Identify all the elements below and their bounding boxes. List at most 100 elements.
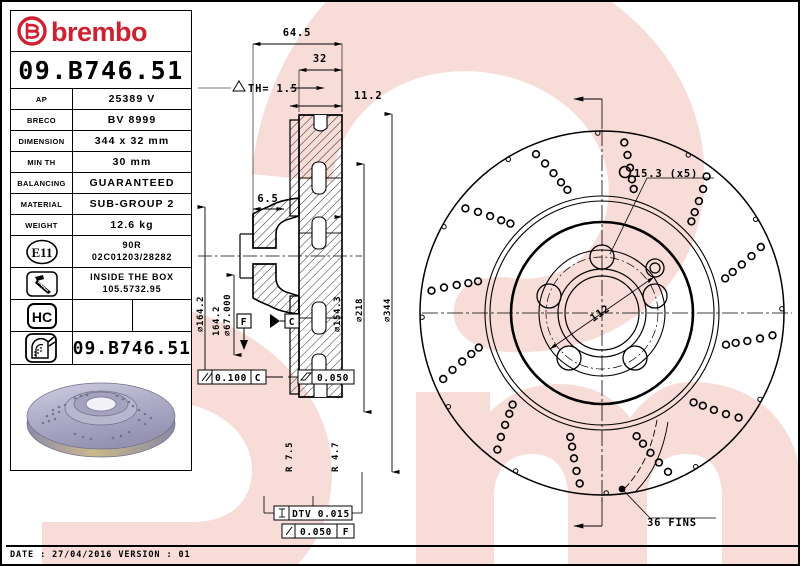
- row-label: BALANCING: [11, 173, 73, 193]
- drill-hole: [540, 159, 550, 168]
- drill-hole: [632, 432, 641, 441]
- drill-hole: [506, 219, 515, 228]
- drill-hole: [496, 432, 506, 442]
- drill-hole: [458, 357, 467, 366]
- hc-empty-right: [133, 300, 192, 331]
- row-label: DIMENSION: [11, 131, 73, 151]
- drill-hole: [473, 207, 483, 217]
- drill-hole: [709, 405, 719, 415]
- drill-hole: [485, 211, 495, 221]
- runout-datum: F: [343, 527, 349, 538]
- parallelism-tolerance: 0.100 C: [197, 369, 283, 385]
- brake-disc-icon: [11, 332, 73, 364]
- section-hat-flange-upper: [289, 119, 300, 217]
- screw-line2: 105.5732.95: [102, 283, 162, 294]
- dim-hat-outer-dia-text: ⌀154.3: [333, 296, 343, 332]
- row-value: SUB-GROUP 2: [89, 198, 175, 210]
- row-value: 25389 V: [108, 93, 156, 105]
- drill-hole: [731, 338, 740, 348]
- drill-hole: [698, 401, 707, 410]
- dim-vent-dia-text: ⌀218: [355, 298, 365, 322]
- drill-hole: [663, 467, 673, 476]
- dtv-value: DTV 0.015: [292, 509, 350, 520]
- face-view: 112 15.3 (x5) 36 FINS: [419, 96, 792, 529]
- drill-hole: [427, 286, 436, 295]
- section-small-note-left: R 7.5: [285, 442, 295, 472]
- drill-hole: [461, 204, 470, 213]
- flatness-tolerance: 0.050: [288, 369, 355, 385]
- datum-f-label: F: [241, 317, 247, 328]
- row-value: 344 x 32 mm: [94, 135, 170, 147]
- table-row-breco: BRECO BV 8999: [11, 110, 191, 131]
- part-number-text: 09.B746.51: [18, 55, 184, 85]
- hc-icon: HC: [11, 300, 73, 331]
- dim-outer-dia-text: ⌀344: [383, 298, 393, 322]
- row-value: 12.6 kg: [110, 219, 154, 231]
- drill-hole: [473, 277, 483, 286]
- dim-overall-width-text: 64.5: [283, 27, 312, 39]
- brembo-logo-svg: brembo: [17, 16, 148, 47]
- drill-hole: [654, 458, 664, 467]
- drill-hole: [728, 267, 737, 277]
- section-small-note-right: R 4.7: [331, 442, 341, 472]
- drill-hole: [623, 150, 632, 160]
- drill-hole: [689, 398, 698, 407]
- dim-bore-dia-text: ⌀164.2: [196, 296, 206, 332]
- drill-hole: [474, 343, 483, 352]
- table-row-homologation: E11 90R 02C01203/28282: [11, 236, 191, 268]
- homologation-line2: 02C01203/28282: [91, 251, 173, 262]
- drill-hole: [575, 479, 584, 488]
- table-row-material: MATERIAL SUB-GROUP 2: [11, 194, 191, 215]
- drill-hole: [500, 420, 510, 430]
- runout-value: 0.050: [300, 527, 332, 538]
- row-value: BV 8999: [107, 114, 157, 126]
- drill-hole: [493, 445, 502, 454]
- dimension-outer-dia: ⌀344: [383, 111, 400, 475]
- drill-hole: [563, 185, 572, 195]
- drill-hole: [505, 409, 514, 418]
- drill-hole: [702, 172, 711, 181]
- dimension-hat-offset: 11.2: [289, 90, 382, 109]
- drill-hole-edge: [779, 306, 785, 312]
- drill-hole: [721, 340, 731, 349]
- datum-c-label: C: [289, 317, 295, 328]
- screw-icon: [11, 268, 73, 299]
- hc-empty-left: [73, 300, 133, 331]
- drill-hole: [720, 274, 730, 283]
- drill-hole: [698, 184, 708, 194]
- drill-hole: [439, 283, 449, 292]
- brake-disc-photo: [26, 382, 176, 457]
- table-row-balancing: BALANCING GUARANTEED: [11, 173, 191, 194]
- table-row-screw: INSIDE THE BOX 105.5732.95: [11, 268, 191, 300]
- dtv-tolerance: DTV 0.015: [273, 505, 353, 521]
- drill-hole: [567, 442, 577, 451]
- homologation-line1: 90R: [122, 240, 142, 251]
- brembo-wordmark: brembo: [51, 17, 147, 47]
- dim-disc-thickness-text: 32: [313, 53, 327, 65]
- hc-label: HC: [31, 309, 51, 325]
- rotation-arrow-top: [573, 96, 603, 129]
- row-label: AP: [11, 89, 73, 109]
- drill-hole: [638, 439, 648, 448]
- dimension-vent-dia: ⌀218: [355, 161, 372, 415]
- runout-tolerance: 0.050 F: [281, 523, 355, 539]
- dimension-delta-th: TH= 1.5: [198, 80, 325, 95]
- drill-hole: [721, 409, 731, 419]
- table-row-weight: WEIGHT 12.6 kg: [11, 215, 191, 236]
- drill-hole-edge: [753, 216, 759, 223]
- drill-hole: [620, 138, 629, 147]
- datum-f: F: [236, 313, 252, 350]
- row-value: 30 mm: [112, 156, 152, 168]
- fins-callout-text: 36 FINS: [647, 517, 697, 529]
- locating-pin-hole: [645, 258, 665, 278]
- table-row-dimension: DIMENSION 344 x 32 mm: [11, 131, 191, 152]
- e11-approval-icon: E11: [11, 236, 73, 267]
- drill-hole: [690, 208, 699, 217]
- dimension-disc-thickness: 32: [298, 53, 343, 112]
- drill-hole: [467, 349, 476, 359]
- dimension-centre-bore: 164.2 ⌀67.000: [212, 272, 242, 358]
- table-row-ap: AP 25389 V: [11, 89, 191, 110]
- footer-divider: [6, 545, 798, 547]
- homologation-values: 90R 02C01203/28282: [73, 236, 191, 267]
